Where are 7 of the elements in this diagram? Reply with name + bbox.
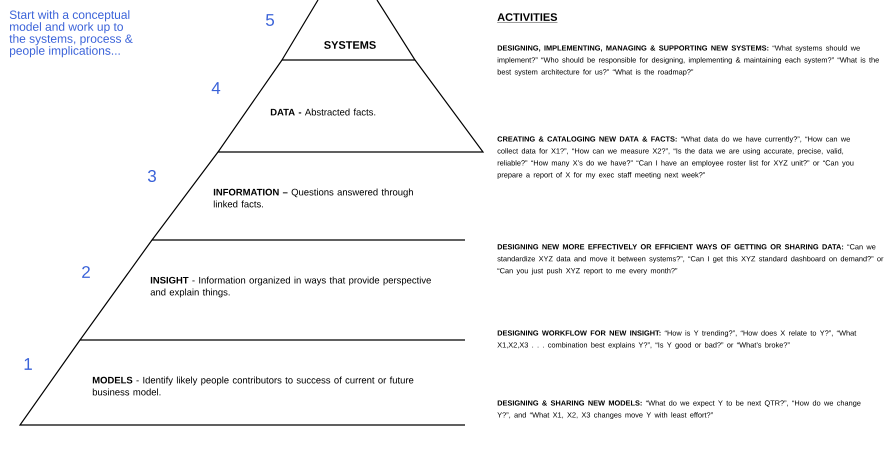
- layer-number: 5: [266, 14, 274, 26]
- column-heading: ACTIVITIES: [497, 13, 558, 22]
- layer-number: 2: [82, 266, 90, 278]
- layer-number: 3: [148, 170, 156, 182]
- pyramid-layer: SYSTEMS: [280, 0, 416, 61]
- intro-note: Start with a conceptual model and work up to the systems, process & people implications...: [9, 10, 133, 58]
- layer-number: 1: [24, 358, 32, 370]
